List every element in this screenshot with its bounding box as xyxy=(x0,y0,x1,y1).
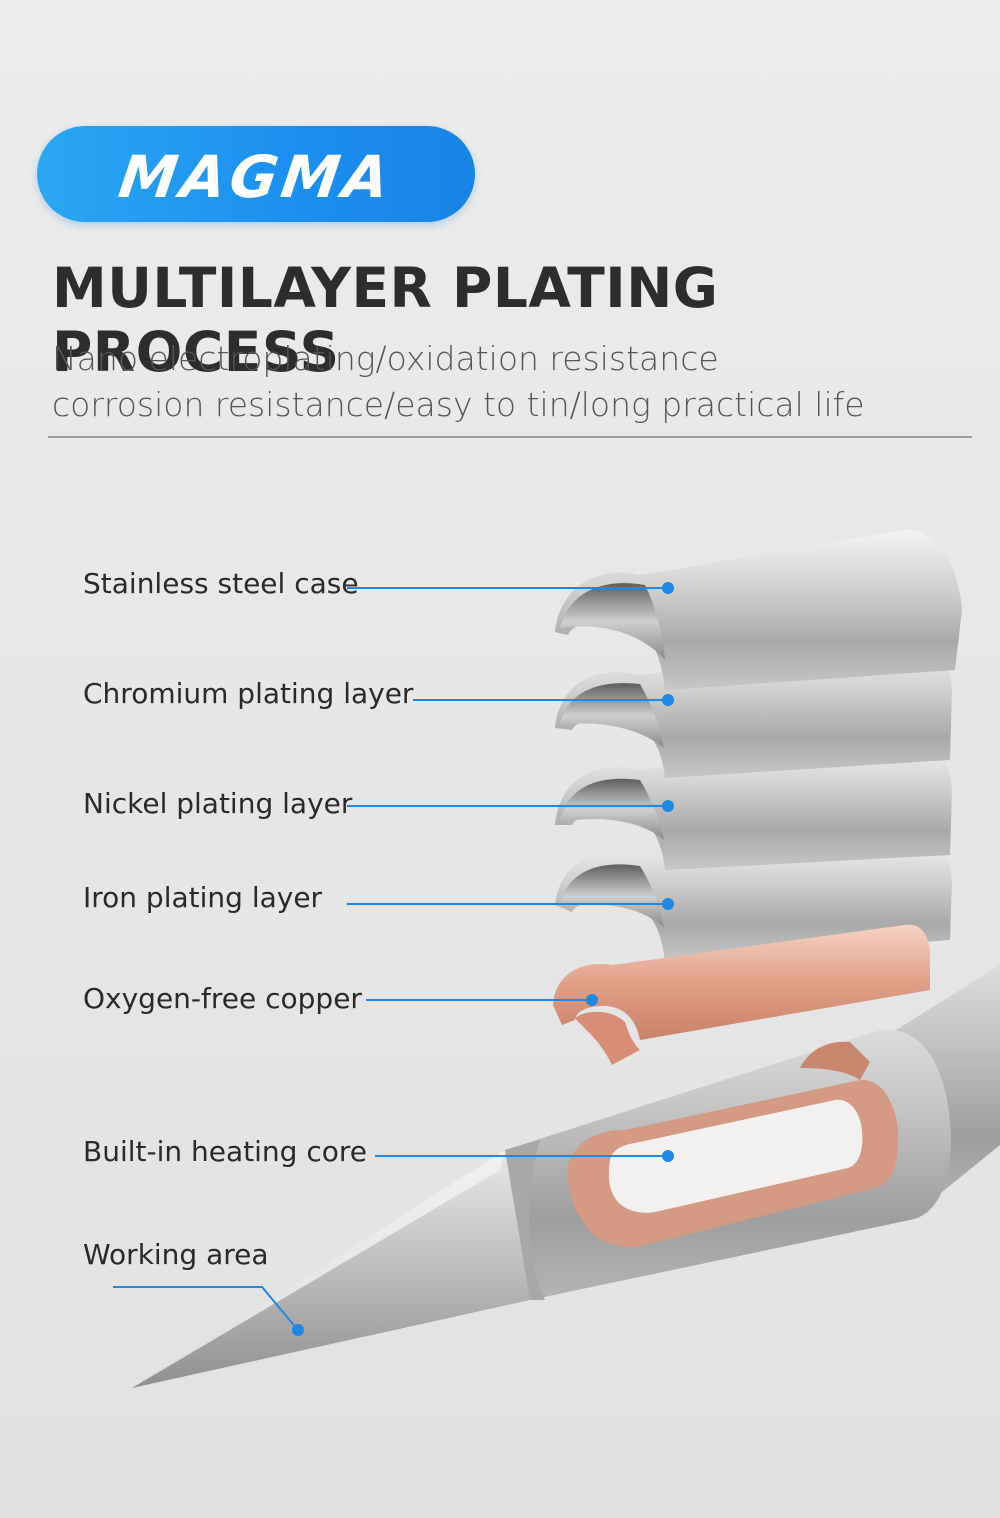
callout-working-area-label: Working area xyxy=(83,1238,269,1271)
subtitle-line-2: corrosion resistance/easy to tin/long pr… xyxy=(52,385,865,424)
subtitle: Nano electroplating/oxidation resistance… xyxy=(52,336,865,428)
callout-oxygen-free-copper-dot xyxy=(586,994,598,1006)
callout-built-in-heating-core-dot xyxy=(662,1150,674,1162)
brand-badge: MAGMA xyxy=(37,126,475,222)
callout-stainless-steel-case-dot xyxy=(662,582,674,594)
tip-body xyxy=(132,965,1000,1388)
subtitle-line-1: Nano electroplating/oxidation resistance xyxy=(52,339,719,378)
copper-core-shell xyxy=(553,924,930,1065)
iron-plating-shell xyxy=(555,834,952,962)
callout-stainless-steel-case-label: Stainless steel case xyxy=(83,567,359,600)
callout-chromium-plating-layer-dot xyxy=(662,694,674,706)
callout-built-in-heating-core-label: Built-in heating core xyxy=(83,1135,367,1168)
callout-nickel-plating-layer-label: Nickel plating layer xyxy=(83,787,353,820)
callout-iron-plating-layer-label: Iron plating layer xyxy=(83,881,323,914)
callout-working-area-dot xyxy=(292,1324,304,1336)
callout-nickel-plating-layer-dot xyxy=(662,800,674,812)
divider xyxy=(48,436,972,438)
callout-iron-plating-layer-dot xyxy=(662,898,674,910)
callout-leaders xyxy=(113,582,674,1336)
nickel-plating-shell xyxy=(555,739,952,870)
callout-oxygen-free-copper-label: Oxygen-free copper xyxy=(83,982,362,1015)
callout-chromium-plating-layer-label: Chromium plating layer xyxy=(83,677,414,710)
page-title: MULTILAYER PLATING PROCESS xyxy=(52,256,719,384)
stainless-steel-shell xyxy=(555,529,962,690)
callout-working-area-leader-line xyxy=(113,1286,299,1331)
